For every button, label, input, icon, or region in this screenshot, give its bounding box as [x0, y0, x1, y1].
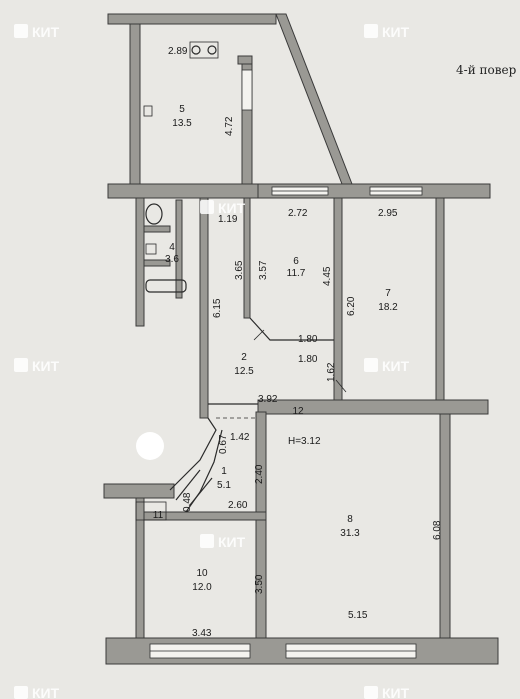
kit-logo-icon [364, 686, 378, 699]
room-1-area: 5.1 [217, 480, 231, 491]
watermark-logo: КИТ [364, 358, 410, 374]
dimensions: 4.72 1.19 2.72 2.95 3.65 3.57 4.45 6.15 … [182, 116, 443, 639]
dim-2-89: 2.89 [168, 46, 188, 57]
watermark-text: КИТ [32, 24, 60, 40]
watermark-text: КИТ [382, 24, 410, 40]
dim-2-72: 2.72 [288, 208, 308, 219]
watermark-text: КИТ [32, 685, 60, 699]
kit-logo-icon [14, 686, 28, 699]
dim-2-60: 2.60 [228, 500, 248, 511]
windows [149, 69, 423, 659]
room-labels: 5 13.5 4 3.6 6 11.7 7 18.2 2 12.5 1 5.1 … [153, 46, 398, 593]
dim-5-15: 5.15 [348, 610, 368, 621]
dim-3-57: 3.57 [258, 260, 269, 280]
watermark-logo: КИТ [14, 685, 60, 699]
dim-3-65: 3.65 [234, 260, 245, 280]
dim-0-67: 0.67 [218, 434, 229, 454]
room-5-area: 13.5 [172, 118, 192, 129]
dim-1-80-a: 1.80 [298, 334, 318, 345]
dim-2-95: 2.95 [378, 208, 398, 219]
dim-4-45: 4.45 [322, 266, 333, 286]
watermark-logo: КИТ [14, 24, 60, 40]
room-5-number: 5 [179, 104, 185, 115]
room-6-area: 11.7 [287, 268, 306, 279]
room-10-area: 12.0 [192, 582, 212, 593]
kit-logo-icon [364, 358, 378, 372]
watermarks: КИТ КИТ КИТ КИТ КИТ КИТ КИТ КИТ [14, 24, 410, 699]
watermark-logo: КИТ [200, 200, 246, 216]
room-2-number: 2 [241, 352, 247, 363]
room-7-number: 7 [385, 288, 391, 299]
room-8-area: 31.3 [340, 528, 360, 539]
room-4-number: 4 [169, 242, 175, 253]
dim-3-43: 3.43 [192, 628, 212, 639]
room-12-label: 12 [292, 406, 304, 417]
room-outlines [169, 317, 347, 513]
room-8-number: 8 [347, 514, 353, 525]
kit-logo-icon [14, 358, 28, 372]
walls [103, 13, 499, 665]
dim-1-42: 1.42 [230, 432, 250, 443]
fixtures [135, 41, 219, 521]
dim-3-92: 3.92 [258, 394, 278, 405]
room-4-area: 3.6 [165, 254, 179, 265]
floor-label: 4-й повер [456, 63, 517, 77]
dim-3-50: 3.50 [254, 574, 265, 594]
dim-6-08: 6.08 [432, 520, 443, 540]
kit-logo-icon [200, 534, 214, 548]
height-label: Н=3.12 [288, 436, 321, 447]
room-2-area: 12.5 [234, 366, 254, 377]
room-1-number: 1 [221, 466, 227, 477]
watermark-text: КИТ [382, 685, 410, 699]
white-blot [136, 432, 164, 460]
watermark-logo: КИТ [14, 358, 60, 374]
dim-2-40: 2.40 [254, 464, 265, 484]
dim-6-20: 6.20 [346, 296, 357, 316]
dim-6-15: 6.15 [212, 298, 223, 318]
dim-4-72: 4.72 [224, 116, 235, 136]
kit-logo-icon [364, 24, 378, 38]
watermark-text: КИТ [32, 358, 60, 374]
watermark-logo: КИТ [364, 685, 410, 699]
room-6-number: 6 [293, 256, 299, 267]
watermark-logo: КИТ [364, 24, 410, 40]
dim-1-19: 1.19 [218, 214, 238, 225]
watermark-logo: КИТ [200, 534, 246, 550]
kit-logo-icon [14, 24, 28, 38]
dim-0-48: 0.48 [182, 492, 193, 512]
watermark-text: КИТ [382, 358, 410, 374]
room-11-label: 11 [153, 510, 164, 521]
kit-logo-icon [200, 200, 214, 214]
room-7-area: 18.2 [378, 302, 398, 313]
room-10-number: 10 [196, 568, 208, 579]
dim-1-62: 1.62 [326, 362, 337, 382]
dim-1-80-b: 1.80 [298, 354, 318, 365]
watermark-text: КИТ [218, 200, 246, 216]
watermark-text: КИТ [218, 534, 246, 550]
